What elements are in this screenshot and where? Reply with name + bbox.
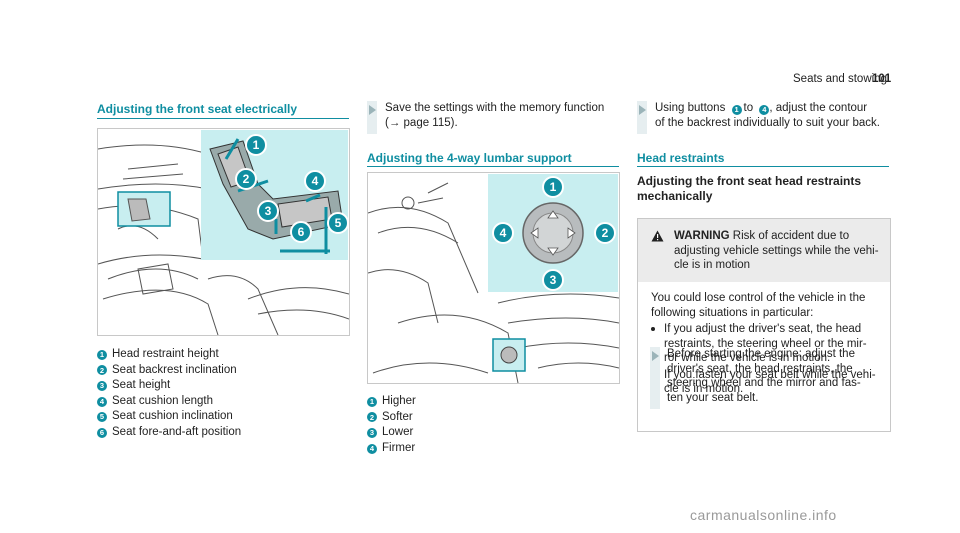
- instruction-arrow-icon: [652, 351, 659, 361]
- heading-rule: [367, 166, 619, 167]
- heading-rule: [97, 118, 349, 119]
- subheading-mechanical: Adjusting the front seat head restraints…: [637, 174, 862, 203]
- lumbar-figure: 1 2 3 4: [367, 172, 620, 384]
- callout-badge: 3: [367, 427, 377, 438]
- instruction-bar: [367, 101, 377, 134]
- callout-badge: 1: [97, 349, 107, 360]
- svg-text:6: 6: [298, 225, 305, 239]
- callout-badge: 2: [367, 412, 377, 423]
- warning-box: WARNING Risk of accident due to adjustin…: [637, 218, 891, 432]
- callout-badge: 5: [97, 412, 107, 423]
- svg-text:1: 1: [550, 180, 557, 194]
- warning-triangle-icon: [651, 230, 664, 242]
- instruction-bar: [650, 347, 660, 409]
- callout-badge: 4: [97, 396, 107, 407]
- callout-badge: 4: [367, 443, 377, 454]
- svg-text:5: 5: [335, 216, 342, 230]
- svg-text:3: 3: [265, 204, 272, 218]
- warning-header: [638, 219, 890, 282]
- callout-badge: 3: [97, 380, 107, 391]
- svg-text:2: 2: [243, 172, 250, 186]
- before-start-instruction: Before starting the engine: adjust the d…: [667, 348, 861, 404]
- svg-text:4: 4: [312, 174, 319, 188]
- callout-badge: 6: [97, 427, 107, 438]
- callout-badge: 2: [97, 365, 107, 376]
- svg-text:2: 2: [602, 226, 609, 240]
- instruction-bar: [637, 101, 647, 134]
- page-number: 101: [872, 73, 892, 85]
- instruction-arrow-icon: [639, 105, 646, 115]
- callout-badge: 4: [759, 105, 770, 116]
- watermark: carmanualsonline.info: [690, 507, 837, 523]
- instruction-arrow-icon: [369, 105, 376, 115]
- section-title: Seats and stowing: [793, 73, 887, 85]
- callout-badge: 1: [731, 105, 742, 116]
- heading-rule: [637, 166, 889, 167]
- warning-intro: You could lose control of the vehicle in…: [651, 292, 866, 319]
- heading-lumbar-support: Adjusting the 4-way lumbar support: [367, 151, 572, 165]
- heading-front-seat-electric: Adjusting the front seat electrically: [97, 102, 298, 116]
- svg-text:3: 3: [550, 273, 557, 287]
- warning-title: WARNING Risk of accident due to adjustin…: [674, 230, 879, 271]
- svg-text:4: 4: [500, 226, 507, 240]
- save-instruction: Save the settings with the memory functi…: [385, 102, 605, 129]
- list-item: If you adjust the driver's seat, the hea…: [651, 322, 876, 366]
- seat-adjust-figure: 1 2 3 4 5 6: [97, 128, 350, 336]
- callout-badge: 1: [367, 396, 377, 407]
- heading-head-restraints: Head restraints: [637, 151, 725, 165]
- svg-text:1: 1: [253, 138, 260, 152]
